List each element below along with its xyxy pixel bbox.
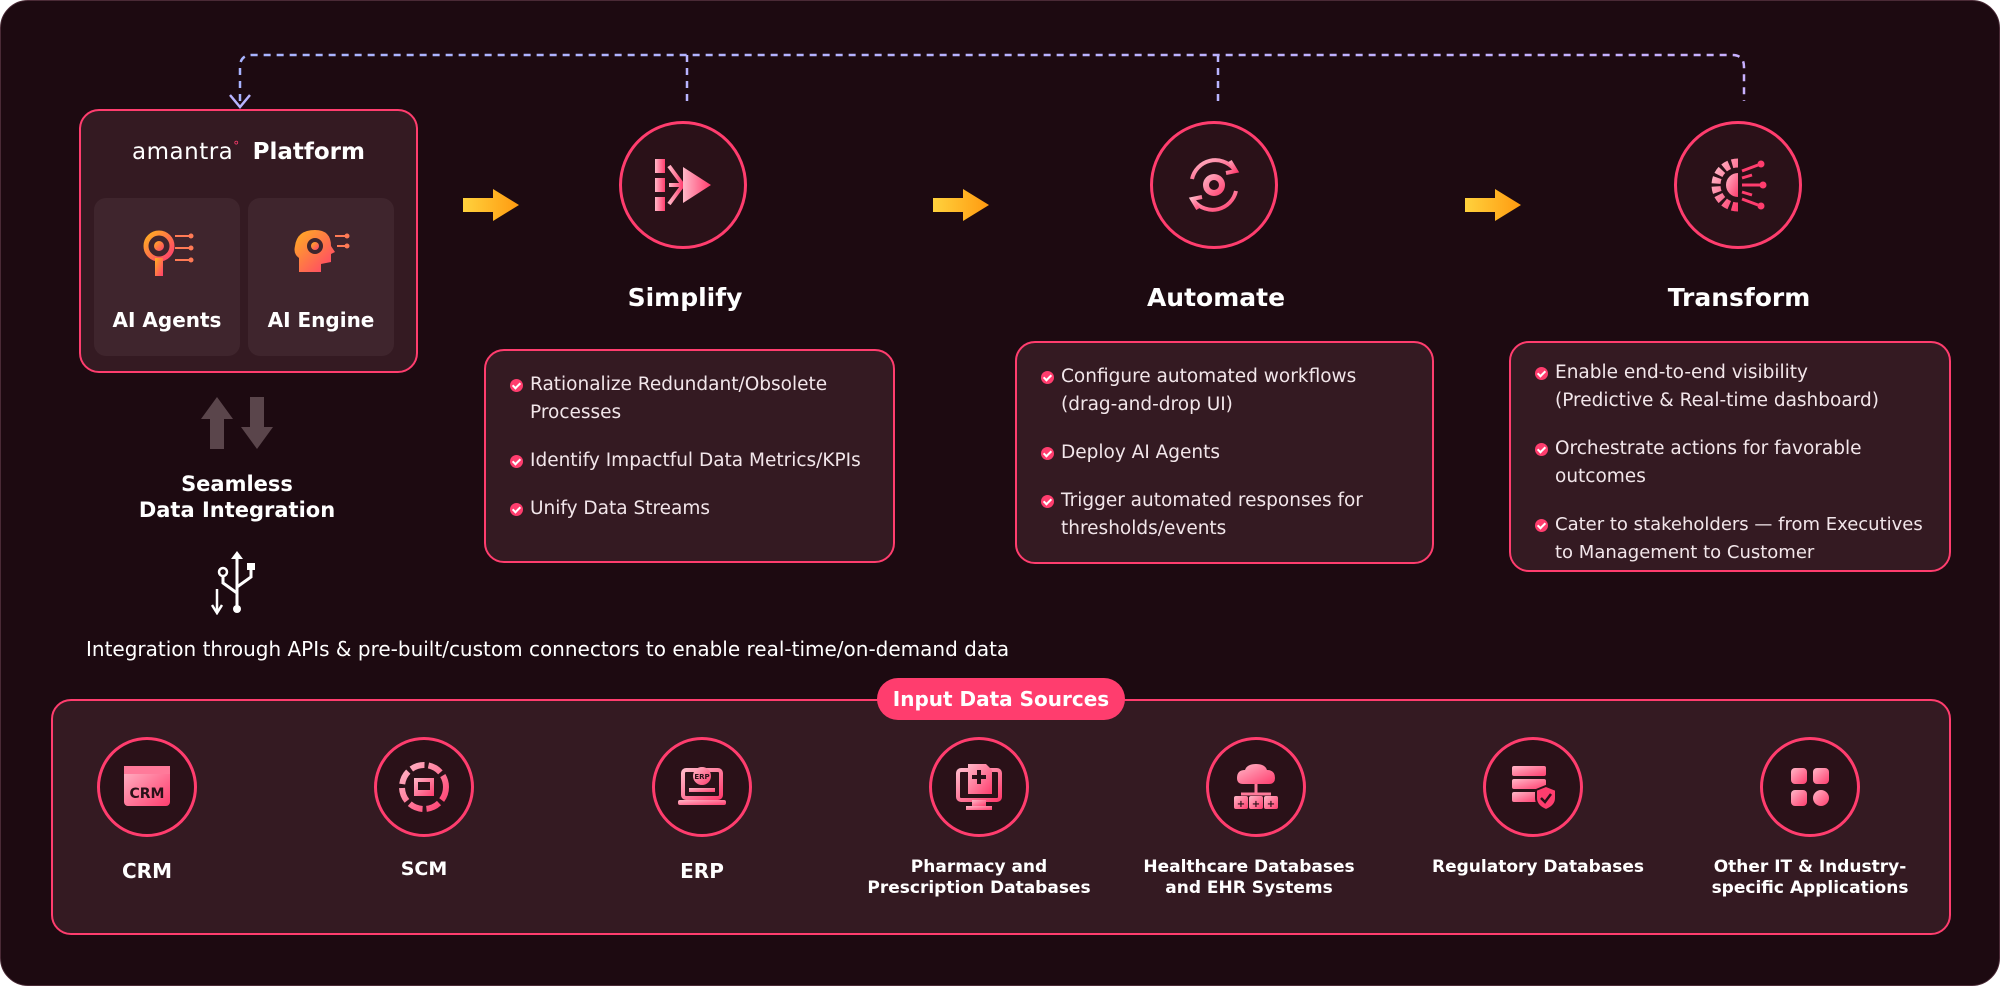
- usb-icon: [211, 551, 255, 615]
- automate-title: Automate: [1146, 283, 1286, 312]
- pharmacy-icon: [956, 764, 1002, 810]
- ai-agents-tile[interactable]: AI Agents: [94, 198, 240, 356]
- platform-header: amantra° Platform: [132, 139, 365, 165]
- healthcare-icon: + + +: [1234, 764, 1278, 810]
- svg-text:ERP: ERP: [694, 773, 709, 781]
- simplify-icon: [655, 159, 711, 211]
- platform-title: Platform: [252, 139, 365, 165]
- check-icon: [510, 503, 523, 516]
- ai-engine-label: AI Engine: [267, 308, 375, 332]
- healthcare-circle[interactable]: + + +: [1206, 737, 1306, 837]
- transform-title: Transform: [1667, 283, 1811, 312]
- svg-text:+: +: [1237, 799, 1245, 810]
- erp-icon: ERP: [678, 767, 726, 805]
- ai-engine-icon: [294, 230, 350, 272]
- automate-card: Configure automated workflows(drag-and-d…: [1015, 341, 1434, 564]
- check-icon: [1041, 371, 1054, 384]
- simplify-bullet-3: Unify Data Streams: [486, 495, 893, 523]
- apps-icon: [1791, 768, 1829, 806]
- automate-circle: [1150, 121, 1278, 249]
- scm-icon: [399, 762, 449, 812]
- transform-circle: [1674, 121, 1802, 249]
- input-sources-badge: Input Data Sources: [877, 678, 1125, 720]
- check-icon: [1535, 519, 1548, 532]
- check-icon: [1535, 443, 1548, 456]
- integration-title: Seamless Data Integration: [138, 472, 336, 522]
- sync-arrows-icon: [201, 397, 273, 449]
- svg-text:CRM: CRM: [130, 786, 165, 802]
- brand-logo: amantra: [132, 139, 234, 165]
- check-icon: [1041, 447, 1054, 460]
- automate-bullet-1: Configure automated workflows(drag-and-d…: [1017, 363, 1432, 419]
- svg-text:+: +: [1252, 799, 1260, 810]
- erp-label: ERP: [680, 859, 724, 883]
- automate-icon: [1188, 158, 1240, 212]
- crm-icon: CRM: [124, 766, 170, 806]
- regulatory-label: Regulatory Databases: [1432, 857, 1644, 877]
- simplify-circle: [619, 121, 747, 249]
- transform-bullet-1: Enable end-to-end visibility(Predictive …: [1511, 359, 1949, 415]
- pharmacy-circle[interactable]: [929, 737, 1029, 837]
- erp-circle[interactable]: ERP: [652, 737, 752, 837]
- transform-card: Enable end-to-end visibility(Predictive …: [1509, 341, 1951, 572]
- apps-label: Other IT & Industry-specific Application…: [1711, 857, 1909, 898]
- simplify-bullet-2: Identify Impactful Data Metrics/KPIs: [486, 447, 893, 475]
- regulatory-circle[interactable]: [1483, 737, 1583, 837]
- svg-text:+: +: [1267, 799, 1275, 810]
- scm-label: SCM: [400, 858, 448, 880]
- integration-caption: Integration through APIs & pre-built/cus…: [86, 637, 1010, 661]
- check-icon: [510, 379, 523, 392]
- ai-engine-tile[interactable]: AI Engine: [248, 198, 394, 356]
- ai-agents-icon: [143, 230, 194, 276]
- regulatory-icon: [1512, 766, 1557, 812]
- apps-circle[interactable]: [1760, 737, 1860, 837]
- flow-arrow-3: [1465, 189, 1521, 221]
- flow-arrow-1: [463, 189, 519, 221]
- scm-circle[interactable]: [374, 737, 474, 837]
- simplify-title: Simplify: [627, 283, 743, 312]
- transform-icon: [1711, 158, 1767, 212]
- check-icon: [510, 455, 523, 468]
- automate-bullet-2: Deploy AI Agents: [1017, 439, 1432, 467]
- crm-label: CRM: [122, 859, 172, 883]
- crm-circle[interactable]: CRM: [97, 737, 197, 837]
- ai-agents-label: AI Agents: [112, 308, 222, 332]
- flow-arrow-2: [933, 189, 989, 221]
- check-icon: [1535, 367, 1548, 380]
- check-icon: [1041, 495, 1054, 508]
- platform-card: amantra° Platform AI Agents: [79, 109, 418, 373]
